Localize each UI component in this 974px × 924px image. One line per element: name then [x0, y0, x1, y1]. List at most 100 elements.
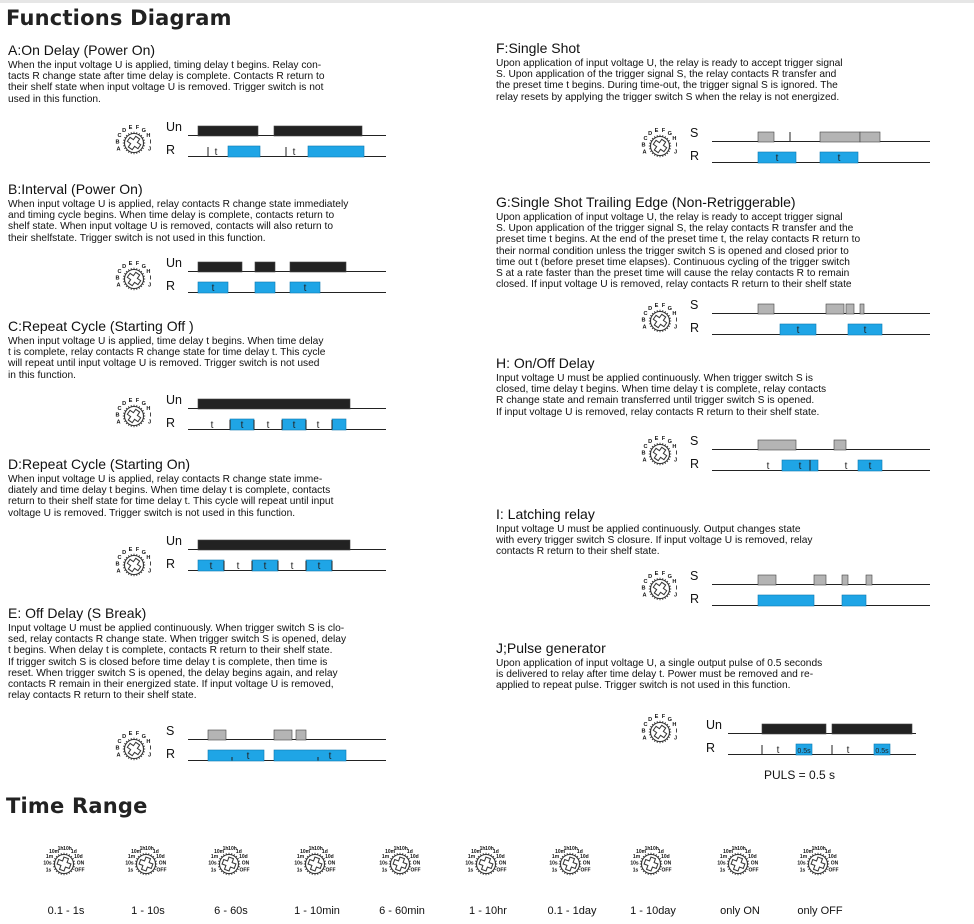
dial-mark: D — [122, 128, 126, 134]
dial-mark: 10m — [723, 849, 734, 855]
dial-mark: 1m — [468, 854, 476, 860]
dial-mark: F — [662, 714, 666, 720]
dial-mark: 1h — [564, 846, 570, 852]
dial-mark: J — [674, 593, 677, 599]
input-pulse — [197, 398, 351, 410]
dial-mark: A — [642, 150, 646, 156]
time-range-label: only OFF — [797, 905, 843, 917]
relay-label-t: t — [838, 153, 841, 164]
dial-mark: 10s — [379, 861, 388, 867]
input-pulse — [197, 261, 243, 273]
function-title: A:On Delay (Power On) — [8, 42, 156, 58]
dial-mark: H — [672, 722, 676, 728]
dial-mark: E — [655, 436, 659, 442]
input-pulse — [833, 439, 847, 451]
dial-mark: C — [644, 722, 648, 728]
dial-mark: 1m — [633, 854, 641, 860]
dial-mark: 10s — [630, 861, 639, 867]
dial-mark: 10s — [717, 861, 726, 867]
dial-mark: 10d — [661, 854, 670, 860]
dial-mark: E — [655, 714, 659, 720]
dial-mark: ON — [831, 861, 839, 867]
pulse-note: PULS = 0.5 s — [764, 768, 836, 782]
input-pulse — [273, 729, 293, 741]
relay-label-t: 0.5s — [797, 748, 811, 755]
dial-mark: B — [116, 276, 120, 282]
dial-mark: 1s — [382, 868, 388, 874]
dial-mark: 10h — [314, 846, 323, 852]
dial-mark: I — [676, 586, 678, 592]
dial-mark: OFF — [240, 868, 250, 874]
dial-mark: 1m — [46, 854, 54, 860]
relay-label: R — [166, 416, 176, 430]
dial-mark: C — [118, 555, 122, 561]
function-description: When the input voltage U is applied, tim… — [8, 60, 325, 105]
dial-mark: G — [668, 131, 672, 137]
delay-label-t: t — [267, 420, 270, 431]
dial-mark: B — [116, 413, 120, 419]
time-range-title: Time Range — [6, 794, 148, 818]
relay-label-t: t — [210, 561, 213, 572]
dial-mark: I — [676, 451, 678, 457]
dial-mark: 10m — [555, 849, 566, 855]
dial-mark: 10m — [385, 849, 396, 855]
dial-mark: ON — [328, 861, 336, 867]
dial-mark: G — [668, 306, 672, 312]
relay-label-t: t — [212, 283, 215, 294]
dial-mark: I — [150, 276, 152, 282]
signal-label: S — [690, 569, 699, 583]
dial-mark: 1s — [468, 868, 474, 874]
dial-mark: J — [148, 420, 151, 426]
dial-mark: OFF — [662, 868, 672, 874]
signal-label: Un — [166, 393, 182, 407]
dial-mark: 1s — [297, 868, 303, 874]
relay-pulse — [757, 151, 797, 164]
dial-mark: D — [122, 734, 126, 740]
signal-label: Un — [166, 256, 182, 270]
dial-mark: 1m — [382, 854, 390, 860]
dial-mark: ON — [159, 861, 167, 867]
dial-mark: G — [668, 717, 672, 723]
relay-pulse — [289, 281, 321, 294]
dial-mark: 10h — [737, 846, 746, 852]
time-range-label: 0.1 - 1day — [547, 905, 597, 917]
signal-label: Un — [706, 718, 722, 732]
dial-mark: 10d — [74, 854, 83, 860]
input-pulse — [813, 574, 827, 586]
dial-mark: E — [655, 303, 659, 309]
dial-mark: E — [655, 571, 659, 577]
dial-mark: 1h — [645, 846, 651, 852]
function-title: F:Single Shot — [496, 40, 581, 56]
dial-mark: 1d — [493, 849, 499, 855]
dial-mark: 10h — [650, 846, 659, 852]
dial-mark: C — [644, 579, 648, 585]
dial-mark: I — [150, 413, 152, 419]
input-pulse — [197, 125, 259, 137]
dial-mark: E — [655, 128, 659, 134]
dial-mark: D — [648, 439, 652, 445]
function-title: G:Single Shot Trailing Edge (Non-Retrigg… — [496, 194, 796, 210]
dial-mark: 10d — [496, 854, 505, 860]
dial-mark: OFF — [497, 868, 507, 874]
dial-mark: C — [118, 406, 122, 412]
dial-mark: B — [116, 140, 120, 146]
relay-pulse — [847, 323, 883, 336]
dial-mark: 10m — [803, 849, 814, 855]
dial-mark: ON — [77, 861, 85, 867]
input-pulse — [207, 729, 227, 741]
relay-label-t: t — [797, 325, 800, 336]
dial-mark: 1d — [658, 849, 664, 855]
dial-mark: F — [136, 731, 140, 737]
dial-mark: 10m — [471, 849, 482, 855]
dial-mark: 10d — [239, 854, 248, 860]
dial-mark: D — [122, 401, 126, 407]
dial-mark: 1d — [153, 849, 159, 855]
dial-mark: F — [136, 398, 140, 404]
dial-mark: B — [116, 746, 120, 752]
input-pulse — [757, 303, 775, 315]
